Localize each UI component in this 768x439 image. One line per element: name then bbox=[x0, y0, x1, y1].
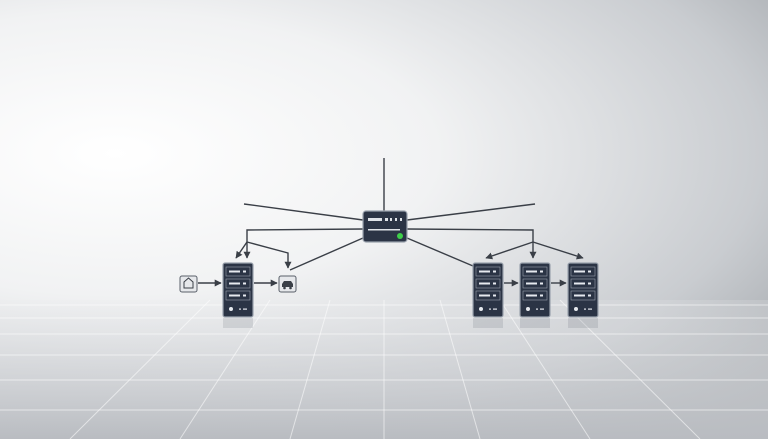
connections bbox=[198, 158, 584, 287]
floor-grid bbox=[0, 299, 768, 439]
server-rack[interactable] bbox=[519, 262, 551, 328]
car-icon bbox=[282, 281, 293, 290]
status-led-icon bbox=[397, 233, 403, 239]
car-link bbox=[289, 237, 364, 271]
home-icon bbox=[183, 277, 194, 289]
right-trunk bbox=[406, 228, 534, 242]
uplink-line-left bbox=[243, 203, 364, 221]
server-rack[interactable] bbox=[472, 262, 504, 328]
server-rack[interactable] bbox=[222, 262, 254, 328]
network-switch[interactable] bbox=[362, 210, 408, 243]
server-rack[interactable] bbox=[567, 262, 599, 328]
uplink-line-right bbox=[406, 203, 536, 221]
home-node[interactable] bbox=[179, 275, 198, 293]
car-node[interactable] bbox=[278, 275, 297, 293]
left-trunk bbox=[246, 228, 364, 242]
